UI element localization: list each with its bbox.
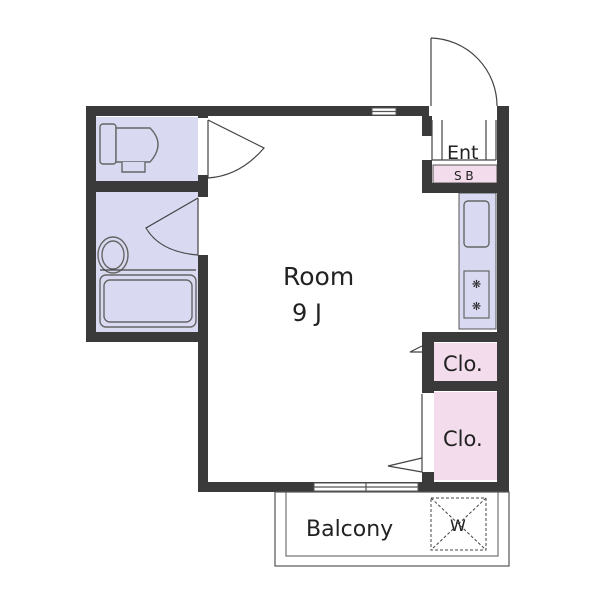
wall-right (497, 106, 509, 492)
wall-wet-bottom (86, 332, 208, 342)
bathtub-fixture (99, 274, 197, 328)
wall-closet-left-b (422, 381, 434, 393)
room-size-label: 9 J (292, 299, 322, 327)
wall-closet-left-c (422, 472, 434, 484)
wall-closet-left-a (422, 332, 434, 391)
kitchen-sink-icon (463, 200, 490, 248)
wall-kitchen-post (422, 160, 432, 193)
toilet-fixture (99, 123, 159, 173)
closet-lower-door-icon (387, 394, 423, 473)
wall-wet-room-c (198, 255, 208, 342)
closet-upper-area (434, 343, 497, 381)
closet-upper-label: Clo. (443, 352, 483, 376)
wall-toilet-bath (86, 181, 208, 192)
stove-icon (463, 270, 490, 319)
wall-wet-room-a (198, 106, 208, 118)
wall-entrance-bottom (422, 183, 509, 193)
closet-lower-area (434, 392, 497, 480)
wall-left (86, 106, 96, 342)
closet-upper-door-icon (409, 345, 423, 353)
balcony-outline (274, 491, 510, 567)
washer-space (430, 497, 487, 551)
balcony-label: Balcony (306, 517, 393, 542)
stove-burner-top: ❋ (472, 278, 481, 291)
toilet-door-swing (207, 119, 265, 179)
entrance-door-swing (430, 37, 498, 107)
wall-closet-mid (422, 381, 509, 391)
washbasin-fixture (97, 236, 129, 274)
wall-wet-room-b (198, 175, 208, 197)
entrance-door-gap (430, 106, 497, 116)
entrance-floor-trim (431, 120, 497, 161)
room-name-label: Room (283, 262, 354, 291)
wall-room-left (198, 332, 208, 492)
wall-closet-top (422, 332, 509, 342)
washer-diagonal-b (430, 497, 487, 551)
washer-label: W (450, 516, 466, 535)
shoe-box-label: S B (454, 169, 474, 183)
wall-entrance-left (422, 116, 432, 136)
bath-door-swing (145, 197, 199, 256)
balcony-inner (285, 491, 499, 557)
wall-top (86, 106, 429, 116)
closet-lower-label: Clo. (443, 427, 483, 451)
entrance-label: Ent (447, 142, 479, 164)
stove-burner-bottom: ❋ (472, 300, 481, 313)
